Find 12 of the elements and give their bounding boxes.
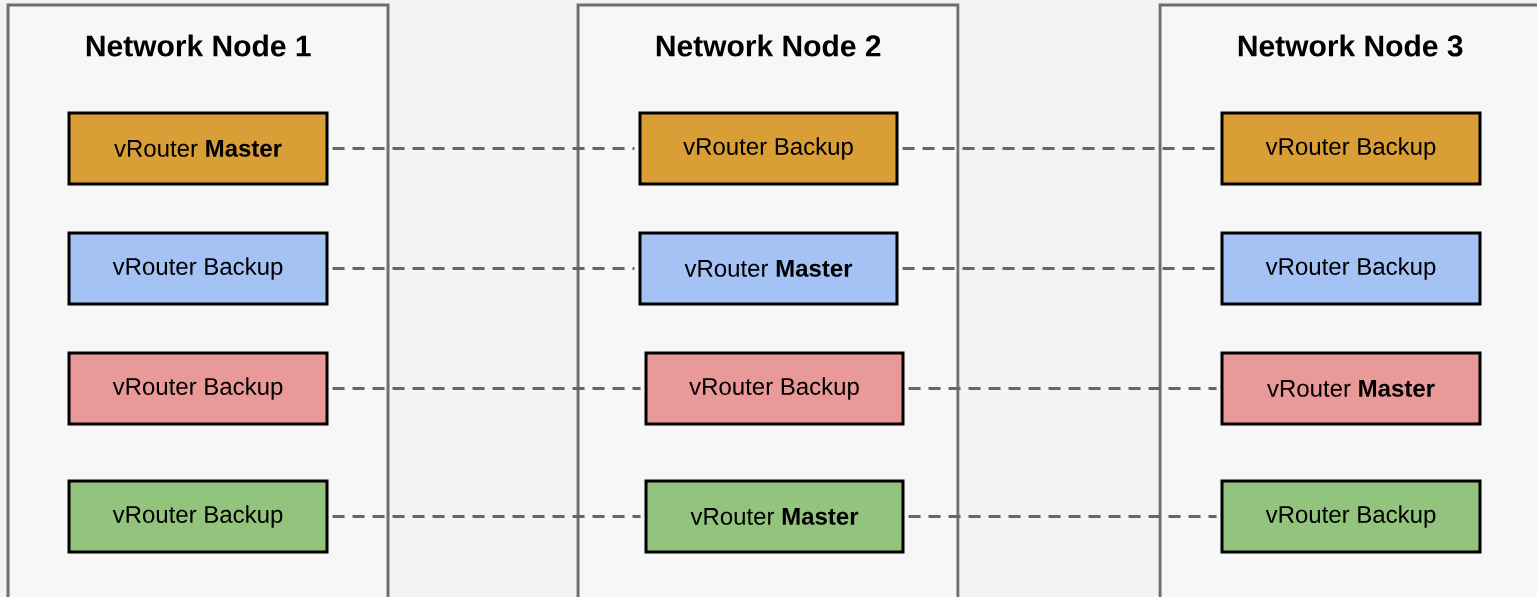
router-box: vRouter Master (67, 111, 329, 186)
router-box: vRouter Backup (67, 479, 329, 554)
router-box: vRouter Backup (644, 351, 905, 426)
router-box: vRouter Backup (1220, 111, 1482, 186)
router-box: vRouter Backup (67, 231, 329, 306)
router-box: vRouter Master (644, 479, 905, 554)
router-box: vRouter Backup (638, 111, 899, 186)
router-box: vRouter Master (1220, 351, 1482, 426)
router-box: vRouter Backup (67, 351, 329, 426)
router-box: vRouter Master (638, 231, 899, 306)
router-box: vRouter Backup (1220, 231, 1482, 306)
router-box: vRouter Backup (1220, 479, 1482, 554)
